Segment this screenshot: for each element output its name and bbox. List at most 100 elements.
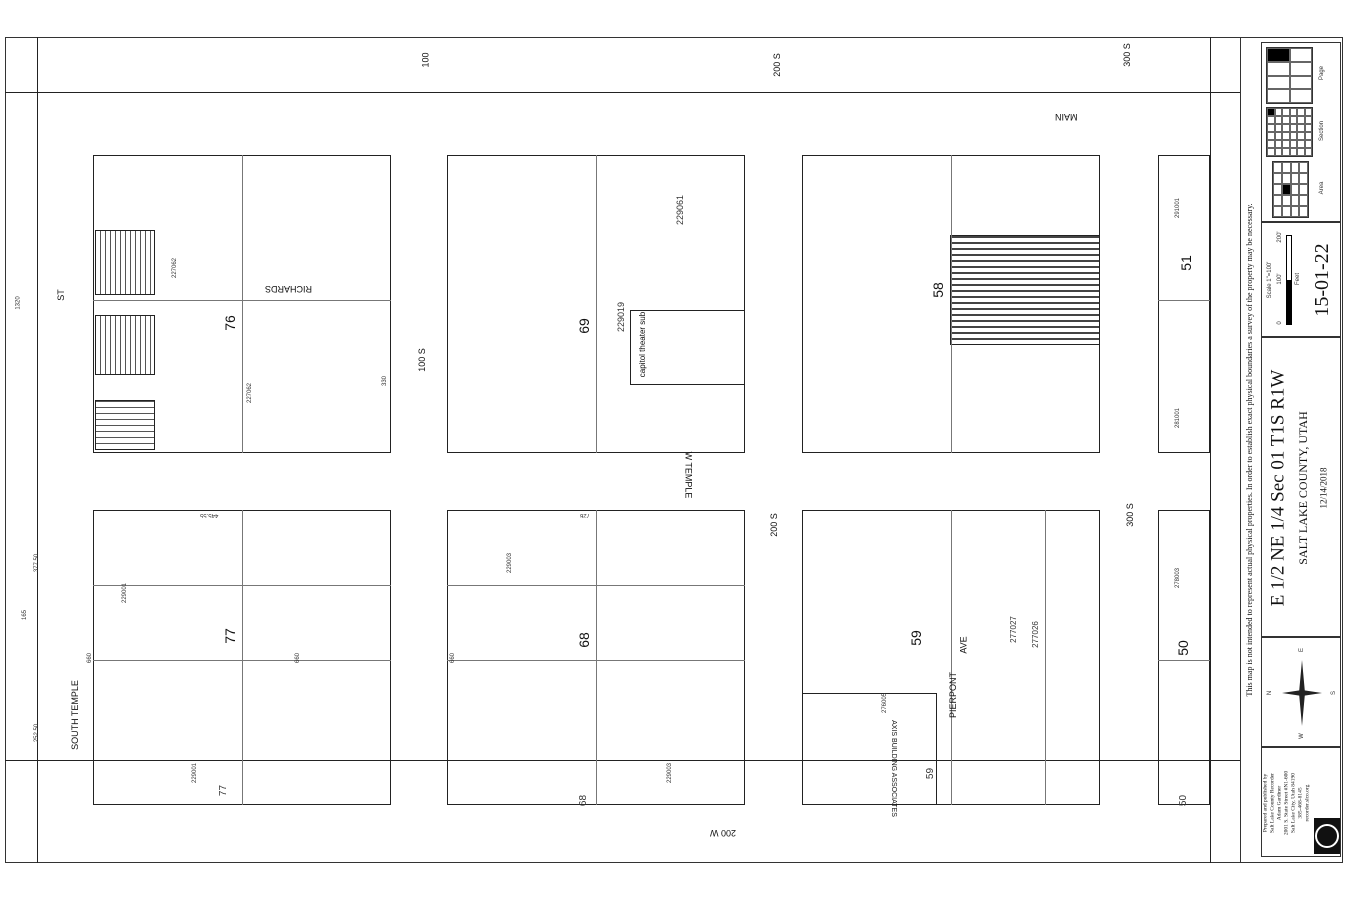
recorder-seal-logo xyxy=(1314,818,1340,854)
street-line xyxy=(37,37,38,863)
scale-bar xyxy=(1286,235,1292,325)
map-title: E 1/2 NE 1/4 Sec 01 T1S R1W xyxy=(1267,369,1289,607)
dimension: 726 xyxy=(580,512,591,518)
dimension: 165 xyxy=(22,609,29,621)
lot-line xyxy=(447,660,745,661)
scale-tick: 100' xyxy=(1277,273,1283,285)
dimension: 660 xyxy=(295,652,302,664)
street-line xyxy=(5,92,1240,93)
lot-line xyxy=(596,155,597,453)
block-number: 68 xyxy=(575,632,592,648)
lot-line xyxy=(242,155,243,453)
lot-line xyxy=(1158,660,1210,661)
condo-76a xyxy=(95,230,155,295)
block-number: 68 xyxy=(578,794,590,807)
street-200-w: 200 W xyxy=(710,828,737,838)
capitol-theater-lot xyxy=(630,310,745,385)
parcel-number: 227062 xyxy=(247,382,254,404)
publisher-line: Adam Gardiner xyxy=(1276,785,1283,821)
dimension: 330 xyxy=(382,375,389,387)
block-number: 50 xyxy=(1178,794,1190,807)
street-ave: AVE xyxy=(958,636,969,654)
map-grid-cell: Page Section Area xyxy=(1261,42,1341,222)
disclaimer: This map is not intended to represent ac… xyxy=(1245,203,1254,697)
block-number: 69 xyxy=(575,318,592,334)
capitol-theater-sub-label: capitol theater sub xyxy=(638,311,648,378)
parcel-number: 277027 xyxy=(1008,616,1018,643)
axis-building-label: AXIS BUILDING ASSOCIATES xyxy=(889,720,897,817)
scale-tick: 0 xyxy=(1277,321,1283,325)
title-cell: E 1/2 NE 1/4 Sec 01 T1S R1W SALT LAKE CO… xyxy=(1261,337,1341,637)
parcel-number: 281001 xyxy=(1175,407,1182,429)
condo-76c xyxy=(95,400,155,450)
compass-rose-icon xyxy=(1277,658,1327,728)
dimension: 1320 xyxy=(15,296,22,310)
street-main: MAIN xyxy=(1055,112,1078,122)
lot-line xyxy=(951,155,952,453)
section-grid xyxy=(1266,107,1313,157)
map-date: 12/14/2018 xyxy=(1318,467,1329,509)
parcel-number: 229001 xyxy=(122,582,129,604)
lot-line xyxy=(1045,510,1046,805)
publisher-line: Prepared and published by xyxy=(1262,773,1269,833)
parcel-number: 229019 xyxy=(616,301,627,333)
compass-cell: E S W N xyxy=(1261,637,1341,747)
scale-unit: Feet xyxy=(1295,272,1301,286)
dimension: 660 xyxy=(87,652,94,664)
area-grid xyxy=(1272,161,1309,218)
map-frame xyxy=(5,37,1343,863)
block-number: 58 xyxy=(929,282,946,298)
compass-s: S xyxy=(1331,690,1337,696)
lot-line xyxy=(1158,300,1210,301)
parcel-number: 229003 xyxy=(667,762,674,784)
publisher-line: 385-468-8145 xyxy=(1297,787,1304,819)
parcel-number: 278003 xyxy=(1175,567,1182,589)
publisher-line: Salt Lake City, Utah 84190 xyxy=(1290,773,1297,833)
publisher-line: Salt Lake County Recorder xyxy=(1269,772,1276,834)
dimension: 377.50 xyxy=(34,553,41,573)
title-block: This map is not intended to represent ac… xyxy=(1240,37,1344,863)
compass-w: W xyxy=(1299,733,1305,739)
block-number: 51 xyxy=(1177,255,1194,271)
parcel-number: 277026 xyxy=(1030,621,1040,648)
block-number: 59 xyxy=(925,767,937,780)
street-pierpont: PIERPONT xyxy=(948,671,959,719)
street-200-s: 200 S xyxy=(768,513,779,537)
block-51 xyxy=(1158,155,1210,453)
street-richards: RICHARDS xyxy=(265,284,313,294)
dimension: 445.55 xyxy=(200,512,219,518)
street-south-temple: SOUTH TEMPLE xyxy=(69,680,80,750)
block-number: 76 xyxy=(221,315,238,331)
map-number: 15-01-22 xyxy=(1311,243,1333,317)
block-number: 77 xyxy=(218,784,230,797)
block-number: 50 xyxy=(1174,640,1191,656)
scale-cell: Scale 1"=100' 0 100' 200' Feet 15-01-22 xyxy=(1261,222,1341,337)
parcel-number: 229001 xyxy=(192,762,199,784)
scale-tick: 200' xyxy=(1277,231,1283,243)
lot-line xyxy=(93,585,391,586)
dimension: 252.50 xyxy=(34,723,41,743)
lot-line xyxy=(242,510,243,805)
county: SALT LAKE COUNTY, UTAH xyxy=(1296,411,1310,565)
publisher-cell: Prepared and published by Salt Lake Coun… xyxy=(1261,747,1341,857)
publisher-line: recorder.slco.org xyxy=(1304,784,1311,822)
page-label: Page xyxy=(1319,65,1325,81)
axis-lot xyxy=(802,693,937,805)
page-grid xyxy=(1266,47,1313,104)
scale-label: Scale 1"=100' xyxy=(1267,261,1273,299)
section-label: Section xyxy=(1319,120,1325,142)
condo-grid xyxy=(950,235,1100,345)
lot-line xyxy=(93,660,391,661)
street-300-s-top: 300 S xyxy=(1121,43,1132,67)
publisher-info: Prepared and published by Salt Lake Coun… xyxy=(1263,758,1312,848)
publisher-line: 2001 S. State Street #N1-600 xyxy=(1283,770,1290,836)
street-st: ST xyxy=(55,289,66,301)
street-200-s-top: 200 S xyxy=(771,53,782,77)
compass-e: E xyxy=(1299,647,1305,653)
street-300-s: 300 S xyxy=(1124,503,1135,527)
parcel-number: 276005 xyxy=(882,692,889,714)
parcel-number: 229003 xyxy=(507,552,514,574)
lot-line xyxy=(596,510,597,805)
area-label: Area xyxy=(1319,181,1325,195)
street-w-temple: W TEMPLE xyxy=(683,451,694,499)
